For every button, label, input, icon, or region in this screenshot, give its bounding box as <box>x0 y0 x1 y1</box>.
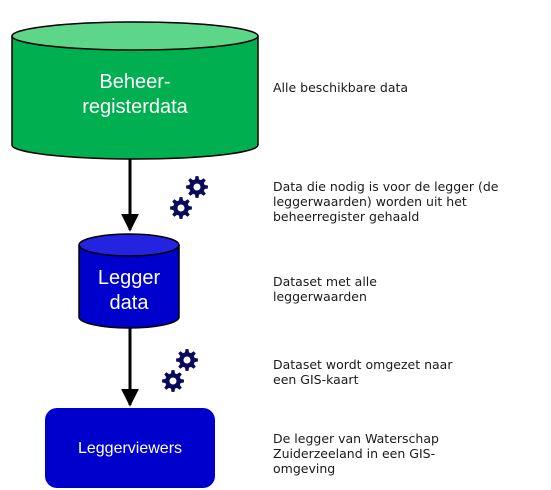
gears-icon <box>170 176 208 219</box>
description-extract-step: Data die nodig is voor de legger (de leg… <box>273 179 499 224</box>
legger-data-cylinder <box>78 233 180 329</box>
legger-data-label: Legger data <box>97 267 161 314</box>
description-leggerviewers: De legger van Waterschap Zuiderzeeland i… <box>273 431 439 476</box>
leggerviewers-box <box>45 408 215 488</box>
gear-hole <box>183 356 191 364</box>
gears-icon <box>162 349 198 392</box>
leggerviewers-label: Leggerviewers <box>77 440 183 457</box>
beheerregisterdata-cylinder <box>11 21 259 160</box>
gear-hole <box>193 183 201 191</box>
beheerregisterdata-label: Beheer- registerdata <box>82 71 188 118</box>
description-beheerregisterdata: Alle beschikbare data <box>273 80 409 95</box>
gear-hole <box>177 204 185 212</box>
description-legger-data: Dataset met alle leggerwaarden <box>273 274 377 304</box>
description-convert-step: Dataset wordt omgezet naar een GIS-kaart <box>273 357 453 387</box>
gear-hole <box>169 377 177 385</box>
